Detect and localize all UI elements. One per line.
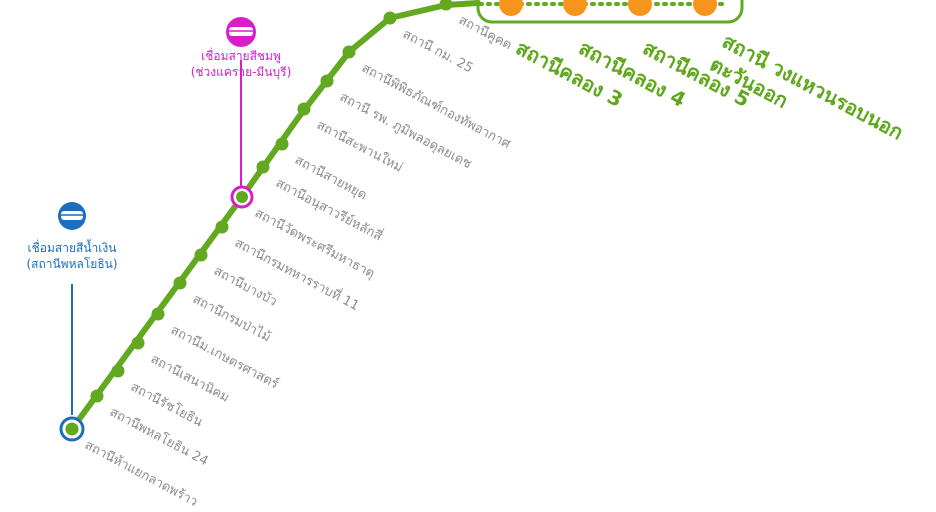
- station-dot[interactable]: [194, 248, 208, 262]
- pink-connection-subtitle: (ช่วงแคราย-มีนบุรี): [190, 65, 292, 79]
- interchange-pink-dot: [236, 191, 248, 203]
- pink-train-icon: [226, 17, 256, 47]
- station-dot[interactable]: [342, 45, 356, 59]
- station-dot[interactable]: [383, 11, 397, 25]
- station-dot[interactable]: [215, 220, 229, 234]
- blue-connection-subtitle: (สถานีพหลโยธิน): [26, 257, 118, 271]
- extension-station-dot[interactable]: [499, 0, 523, 16]
- station-dot[interactable]: [151, 307, 165, 321]
- station-dot[interactable]: [131, 336, 145, 350]
- station-dot[interactable]: [439, 0, 453, 11]
- blue-train-icon: [58, 202, 86, 230]
- station-dot[interactable]: [90, 389, 104, 403]
- station-dot[interactable]: [111, 364, 125, 378]
- station-dot[interactable]: [297, 102, 311, 116]
- pink-line-connection: เชื่อมสายสีชมพู (ช่วงแคราย-มีนบุรี): [161, 48, 321, 80]
- blue-connection-title: เชื่อมสายสีน้ำเงิน: [27, 241, 117, 255]
- station-dot[interactable]: [256, 160, 270, 174]
- blue-line-connection: เชื่อมสายสีน้ำเงิน (สถานีพหลโยธิน): [0, 240, 152, 272]
- station-dot[interactable]: [320, 74, 334, 88]
- extension-station-dot[interactable]: [563, 0, 587, 16]
- pink-connection-title: เชื่อมสายสีชมพู: [201, 49, 281, 63]
- station-dot[interactable]: [275, 137, 289, 151]
- extension-station-dot[interactable]: [693, 0, 717, 16]
- extension-frame: [476, 0, 744, 24]
- station-dot[interactable]: [173, 276, 187, 290]
- extension-station-dot[interactable]: [628, 0, 652, 16]
- interchange-blue-dot: [65, 422, 79, 436]
